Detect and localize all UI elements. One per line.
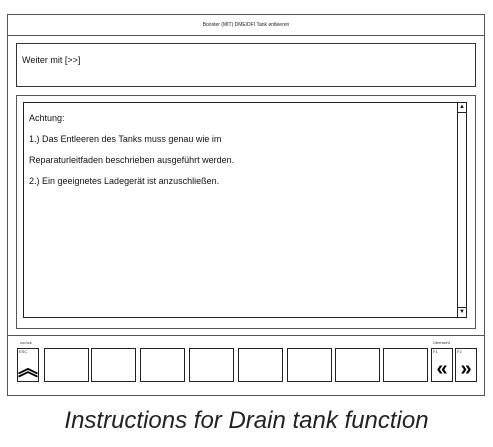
- function-key-2[interactable]: [91, 348, 136, 382]
- function-key-3[interactable]: [140, 348, 185, 382]
- instruction-text: Weiter mit [>>]: [22, 55, 81, 65]
- previous-button[interactable]: F1 «: [431, 348, 453, 382]
- message-line-1: 1.) Das Entleeren des Tanks muss genau w…: [29, 134, 222, 144]
- function-key-6[interactable]: [287, 348, 332, 382]
- content-panel: Achtung: 1.) Das Entleeren des Tanks mus…: [16, 95, 476, 329]
- function-key-8[interactable]: [383, 348, 428, 382]
- double-chevron-left-icon: «: [436, 358, 448, 380]
- function-key-1[interactable]: [44, 348, 89, 382]
- function-key-4[interactable]: [189, 348, 234, 382]
- message-line-heading: Achtung:: [29, 113, 65, 123]
- diagnostic-screen: Booster (MIT) DME/DFI Tank entleeren Wei…: [7, 14, 485, 396]
- vertical-scrollbar[interactable]: ▲ ▼: [457, 103, 466, 317]
- back-group-label: zurück: [20, 340, 32, 345]
- overview-group-label: Übersicht: [433, 340, 450, 345]
- function-key-5[interactable]: [238, 348, 283, 382]
- message-area: Achtung: 1.) Das Entleeren des Tanks mus…: [23, 102, 467, 318]
- function-key-7[interactable]: [335, 348, 380, 382]
- window-title: Booster (MIT) DME/DFI Tank entleeren: [8, 15, 484, 36]
- scroll-up-arrow-icon[interactable]: ▲: [458, 103, 466, 113]
- double-chevron-right-icon: »: [460, 358, 472, 380]
- esc-button[interactable]: ESC ︽: [17, 348, 39, 382]
- f1-key-label: F1: [433, 349, 438, 354]
- esc-key-label: ESC: [19, 349, 28, 354]
- function-key-bar: zurück Übersicht ESC ︽ F1 « F2 »: [8, 335, 484, 397]
- next-button[interactable]: F2 »: [455, 348, 477, 382]
- f2-key-label: F2: [457, 349, 462, 354]
- message-line-3: 2.) Ein geeignetes Ladegerät ist anzusch…: [29, 176, 220, 186]
- message-line-2: Reparaturleitfaden beschrieben ausgeführ…: [29, 155, 235, 165]
- scroll-down-arrow-icon[interactable]: ▼: [458, 307, 466, 315]
- figure-caption: Instructions for Drain tank function: [64, 407, 429, 434]
- double-chevron-up-icon: ︽: [18, 358, 38, 380]
- instruction-box: Weiter mit [>>]: [16, 43, 476, 87]
